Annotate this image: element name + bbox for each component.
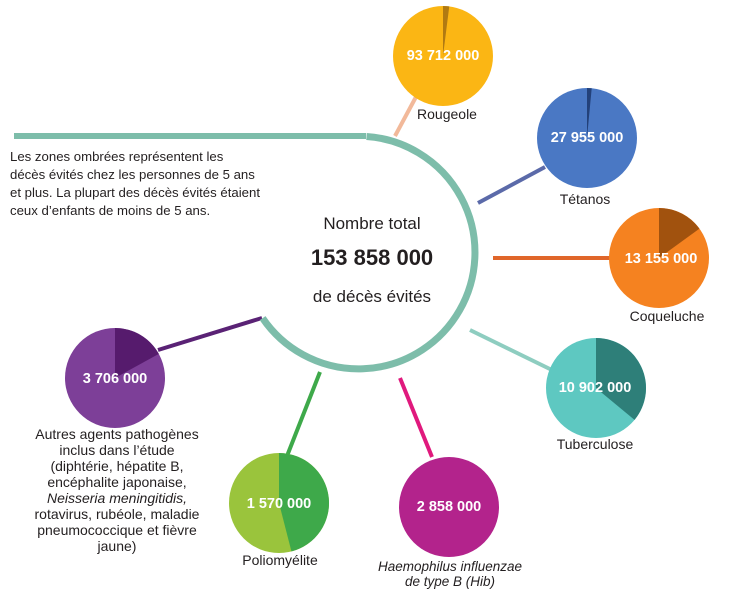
pie-tetanos [537,88,637,188]
pie-polio-shaded-slice [279,453,329,552]
value-polio: 1 570 000 [246,496,312,512]
value-autres: 3 706 000 [82,371,148,387]
pie-tuberculose-shaded-slice [596,338,646,420]
value-hib: 2 858 000 [416,499,482,515]
label-autres-line: jaune) [97,538,137,554]
label-autres-line: inclus dans l’étude [59,442,175,458]
center-label-line3: de décès évités [312,287,432,306]
label-autres-line-italic: Neisseria meningitidis, [46,490,188,506]
pie-coqueluche-shaded-slice [659,208,700,258]
center-total: 153 858 000 [310,245,434,270]
connector-autres [157,316,263,352]
shading-note: Les zones ombrées représentent les décès… [10,149,260,218]
label-hib-line2: de type B (Hib) [404,574,496,589]
connector-polio [285,371,322,457]
label-rougeole: Rougeole [417,106,477,122]
connector-tetanos [477,165,546,205]
label-autres-line: (diphtérie, hépatite B, [50,458,184,474]
pie-polio [229,453,329,553]
label-autres-line: Autres agents pathogènes [35,426,199,442]
hub-ring [259,133,479,373]
pie-tuberculose [546,338,646,438]
value-rougeole: 93 712 000 [406,48,480,64]
pie-autres-shaded-slice [115,328,159,378]
value-coqueluche: 13 155 000 [624,251,698,267]
value-tuberculose: 10 902 000 [558,380,632,396]
label-tetanos: Tétanos [559,191,611,207]
label-tuberculose: Tuberculose [556,436,634,452]
pie-tetanos-shaded-slice [587,88,592,138]
pie-rougeole-shaded-slice [443,6,450,56]
connector-hib [398,377,434,458]
pie-rougeole [393,6,493,106]
label-polio: Poliomyélite [242,552,318,568]
label-coqueluche: Coqueluche [629,308,705,324]
value-tetanos: 27 955 000 [550,130,624,146]
label-autres: Autres agents pathogènes inclus dans l’é… [14,426,220,554]
pie-hib-base [399,457,499,557]
label-autres-line: encéphalite japonaise, [47,474,187,490]
pie-hib [399,457,499,557]
pie-coqueluche [609,208,709,308]
connector-rougeole [393,94,419,137]
connector-tuberculose [469,328,557,374]
label-hib-line1: Haemophilus influenzae [377,559,523,574]
label-autres-line: rotavirus, rubéole, maladie [34,506,200,522]
center-label-line1: Nombre total [323,214,421,233]
label-autres-line: pneumococcique et fièvre [37,522,197,538]
pie-autres [65,328,165,428]
